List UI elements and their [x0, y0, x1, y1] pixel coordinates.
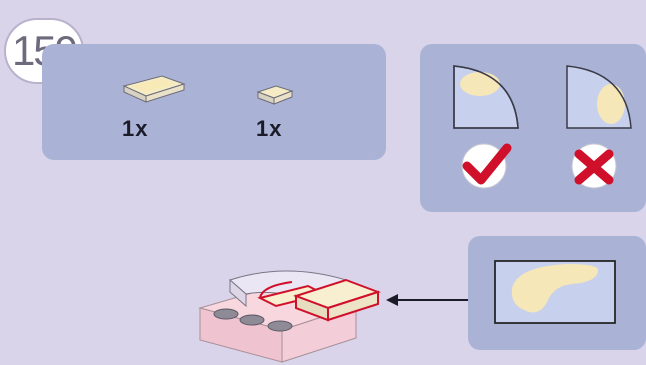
tile-top-view-detail	[494, 260, 616, 324]
plate-1x2-tile-icon	[122, 75, 186, 103]
part-quantity-2: 1x	[256, 116, 283, 141]
model-assembly	[198, 270, 382, 363]
tile-1x1-icon	[256, 85, 294, 105]
part-quantity-1: 1x	[122, 116, 149, 141]
incorrect-orientation-tile	[566, 65, 632, 129]
x-mark-icon	[571, 143, 617, 189]
stud	[213, 308, 293, 332]
callout-arrow-icon	[386, 294, 468, 306]
correct-orientation-tile	[453, 65, 519, 129]
check-mark-icon	[461, 143, 512, 189]
parts-list-panel	[42, 44, 386, 160]
